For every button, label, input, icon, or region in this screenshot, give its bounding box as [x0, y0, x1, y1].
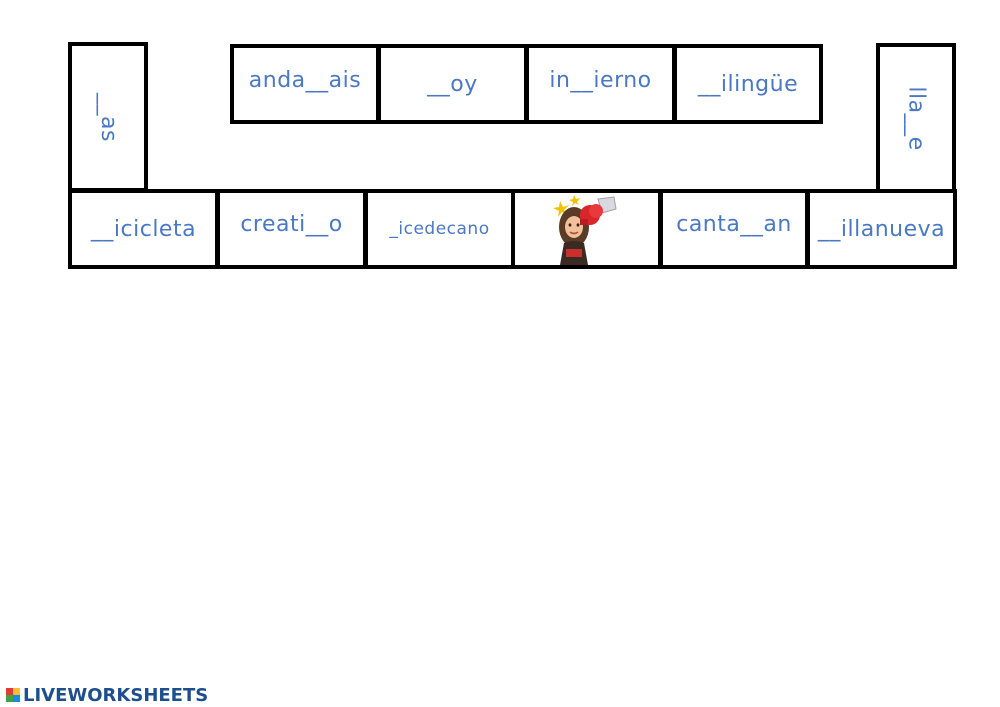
cell-creatio: creati__o [216, 189, 367, 269]
cell-oy: __oy [377, 44, 528, 124]
liveworksheets-brand: LIVEWORKSHEETS [6, 684, 208, 706]
cell-andaais: anda__ais [230, 44, 380, 124]
cell-ilingue: __ilingüe [673, 44, 823, 124]
cell-icedecano: _icedecano [364, 189, 515, 269]
brand-name: LIVEWORKSHEETS [23, 684, 209, 706]
word-ilingue: __ilingüe [697, 71, 799, 97]
cell-llae: lla__e [876, 43, 956, 193]
word-llae: lla__e [903, 85, 929, 151]
word-as: __as [95, 92, 121, 142]
cell-icicleta: __icicleta [68, 189, 219, 269]
word-cantaan: canta__an [676, 211, 792, 237]
cell-avatar [511, 189, 662, 269]
word-illanueva: __illanueva [817, 216, 946, 242]
word-icedecano: _icedecano [389, 219, 490, 239]
cell-cantaan: canta__an [659, 189, 809, 269]
liveworksheets-logo-icon [6, 688, 20, 702]
word-inierno: in__ierno [549, 67, 652, 93]
cell-inierno: in__ierno [525, 44, 676, 124]
word-creatio: creati__o [240, 211, 343, 237]
word-andaais: anda__ais [248, 67, 362, 93]
cell-illanueva: __illanueva [806, 189, 957, 269]
cell-as: __as [68, 42, 148, 192]
word-icicleta: __icicleta [90, 216, 197, 242]
avatar-punch-icon [552, 195, 617, 265]
word-oy: __oy [427, 71, 478, 97]
